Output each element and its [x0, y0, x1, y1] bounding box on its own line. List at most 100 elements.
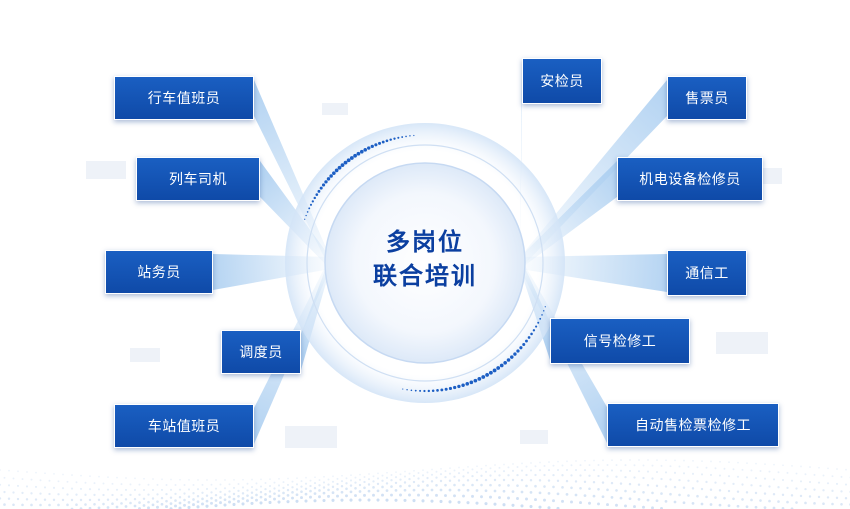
wave-dot: [367, 489, 371, 493]
wave-dot: [835, 482, 839, 485]
wave-dot: [120, 493, 123, 497]
wave-dot: [260, 478, 262, 481]
wave-dot: [322, 498, 326, 503]
wave-dot: [741, 498, 744, 501]
wave-dot: [286, 500, 290, 504]
wave-dot: [664, 485, 668, 488]
wave-dot: [494, 464, 496, 466]
wave-dot: [214, 487, 218, 490]
wave-dot: [75, 481, 78, 484]
wave-dot: [237, 489, 240, 493]
wave-dot: [799, 494, 803, 498]
wave-dot: [489, 483, 492, 487]
wave-dot: [246, 494, 249, 497]
arc-dot: [427, 389, 430, 393]
wave-dot: [26, 471, 28, 473]
wave-dot: [826, 496, 830, 499]
wave-dot: [610, 481, 614, 485]
wave-dot: [187, 501, 191, 504]
wave-dot: [241, 492, 245, 495]
wave-dot: [106, 506, 110, 509]
wave-dot: [453, 494, 456, 498]
wave-dot: [439, 488, 443, 492]
wave-dot: [430, 480, 434, 483]
wave-dot: [763, 506, 767, 509]
dotted-arcs: [304, 134, 546, 393]
wave-dot: [57, 503, 60, 507]
wave-dot: [723, 467, 726, 470]
wave-dot: [12, 477, 15, 480]
wave-dot: [700, 487, 704, 491]
wave-dot: [696, 494, 699, 498]
arc-dot: [321, 183, 326, 187]
wave-dot: [786, 500, 789, 504]
wave-dot: [196, 500, 200, 504]
wave-dot: [291, 496, 294, 500]
wave-dot: [597, 502, 600, 506]
wave-dot: [273, 481, 276, 484]
wave-dot: [120, 483, 123, 486]
wave-dot: [511, 503, 515, 507]
wave-dot: [709, 473, 713, 477]
wave-dot: [691, 472, 695, 475]
wave-dot: [268, 500, 272, 504]
wave-dot: [372, 475, 375, 478]
wave-dot: [736, 504, 740, 508]
wave-dot: [170, 478, 172, 481]
wave-dot: [493, 470, 497, 473]
wave-dot: [43, 498, 47, 501]
wave-dot: [165, 483, 168, 486]
wave-dot: [507, 474, 510, 477]
wave-dot: [597, 487, 600, 491]
dotted-wave: [0, 459, 850, 509]
wave-dot: [840, 475, 843, 478]
wave-dot: [165, 493, 168, 496]
wave-dot: [493, 489, 497, 493]
wave-dot: [611, 459, 613, 462]
wave-dot: [786, 471, 789, 474]
wave-dot: [349, 490, 353, 494]
wave-dot: [282, 497, 285, 500]
wave-dot: [714, 481, 717, 484]
arc-dot: [530, 332, 533, 336]
role-box-left-1: 列车司机: [136, 157, 260, 201]
wave-dot: [336, 482, 339, 486]
wave-dot: [331, 480, 335, 483]
wave-dot: [62, 473, 64, 476]
wave-dot: [372, 480, 375, 483]
wave-dot: [430, 473, 434, 476]
wave-dot: [480, 467, 483, 470]
wave-dot: [534, 498, 537, 502]
wave-dot: [17, 470, 19, 473]
wave-dot: [781, 493, 785, 497]
arc-dot: [423, 389, 426, 393]
wave-dot: [471, 474, 474, 478]
wave-dot: [345, 487, 348, 491]
wave-dot: [57, 493, 60, 496]
wave-dot: [813, 473, 816, 476]
wave-dot: [327, 478, 330, 481]
wave-dot: [552, 499, 555, 503]
wave-dot: [390, 479, 393, 482]
wave-dot: [453, 483, 456, 487]
arc-dot: [389, 138, 392, 141]
wave-dot: [583, 469, 587, 472]
wave-dot: [179, 478, 181, 481]
wave-dot: [327, 483, 330, 486]
wave-dot: [255, 482, 258, 485]
wave-dot: [647, 459, 649, 461]
wave-dot: [525, 473, 528, 477]
wave-dot: [646, 498, 650, 502]
wave-dot: [300, 485, 303, 488]
wave-dot: [480, 474, 483, 477]
wave-dot: [457, 479, 461, 482]
wave-dot: [475, 478, 479, 482]
wave-dot: [268, 490, 272, 493]
wave-dot: [584, 459, 586, 462]
wave-dot: [439, 479, 443, 483]
wave-dot: [228, 483, 231, 486]
wave-dot: [264, 492, 267, 496]
wave-dot: [390, 485, 393, 488]
wave-dot: [588, 501, 591, 505]
wave-dot: [300, 480, 303, 483]
